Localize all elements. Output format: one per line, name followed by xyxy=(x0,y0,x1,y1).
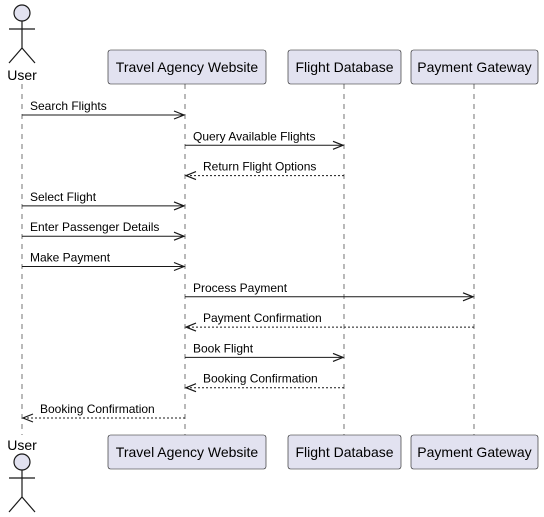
actor-left-leg xyxy=(8,496,23,513)
message-1: Query Available Flights xyxy=(185,129,345,150)
message-label: Booking Confirmation xyxy=(203,372,318,386)
message-label: Booking Confirmation xyxy=(40,402,155,416)
participant-label: Travel Agency Website xyxy=(116,444,259,460)
participant-box xyxy=(287,49,402,85)
participant-label: Flight Database xyxy=(295,444,393,460)
participant-web-top: Travel Agency Website xyxy=(107,49,267,85)
message-label: Book Flight xyxy=(193,341,254,355)
participant-label: Flight Database xyxy=(295,59,393,75)
message-arrowhead xyxy=(332,140,345,150)
actor-head xyxy=(13,4,31,22)
message-arrowhead xyxy=(173,261,186,272)
message-7: Payment Confirmation xyxy=(184,311,474,332)
message-label: Payment Confirmation xyxy=(203,311,322,325)
participant-box xyxy=(107,49,267,85)
participant-web-bottom: Travel Agency Website xyxy=(107,434,267,470)
participant-db-bottom: Flight Database xyxy=(287,434,402,470)
message-arrowhead xyxy=(173,110,186,120)
actor-label-top: User xyxy=(7,67,37,83)
message-5: Make Payment xyxy=(22,251,186,272)
participant-db-top: Flight Database xyxy=(287,49,402,85)
message-arrowhead xyxy=(184,383,197,393)
message-arrowhead xyxy=(184,322,197,332)
participant-box xyxy=(107,434,267,470)
message-3: Select Flight xyxy=(22,190,186,211)
message-9: Booking Confirmation xyxy=(184,372,344,393)
message-arrowhead xyxy=(184,171,197,181)
message-label: Query Available Flights xyxy=(193,129,316,143)
participant-heads-top: User Travel Agency Website Flight Database… xyxy=(7,4,539,85)
message-10: Booking Confirmation xyxy=(21,402,185,423)
participant-pay-top: Payment Gateway xyxy=(410,49,539,85)
message-label: Select Flight xyxy=(30,190,97,204)
actor-figure-bottom xyxy=(8,453,36,513)
participant-box xyxy=(410,49,539,85)
message-0: Search Flights xyxy=(22,99,186,120)
message-label: Process Payment xyxy=(193,281,288,295)
participant-label: Travel Agency Website xyxy=(116,59,259,75)
participant-heads-bottom: User Travel Agency Website Flight Database… xyxy=(7,434,539,513)
actor-figure-top xyxy=(8,4,36,64)
actor-head xyxy=(13,453,31,471)
actor-right-leg xyxy=(21,496,36,513)
message-arrowhead xyxy=(21,413,34,423)
message-arrowhead xyxy=(173,231,186,241)
message-arrowhead xyxy=(462,292,475,302)
participant-label: Payment Gateway xyxy=(417,59,531,75)
lifelines xyxy=(21,84,475,435)
message-label: Search Flights xyxy=(30,99,107,113)
actor-right-leg xyxy=(21,47,36,64)
message-arrowhead xyxy=(173,201,186,211)
message-4: Enter Passenger Details xyxy=(22,220,186,241)
message-label: Return Flight Options xyxy=(203,160,316,174)
message-arrowhead xyxy=(332,352,345,362)
participant-box xyxy=(287,434,402,470)
message-label: Make Payment xyxy=(30,251,111,265)
participant-box xyxy=(410,434,539,470)
message-6: Process Payment xyxy=(185,281,475,302)
participant-label: Payment Gateway xyxy=(417,444,531,460)
actor-label-bottom: User xyxy=(7,437,37,453)
message-label: Enter Passenger Details xyxy=(30,220,159,234)
actor-left-leg xyxy=(8,47,23,64)
participant-pay-bottom: Payment Gateway xyxy=(410,434,539,470)
message-8: Book Flight xyxy=(185,341,345,362)
message-2: Return Flight Options xyxy=(184,160,344,181)
